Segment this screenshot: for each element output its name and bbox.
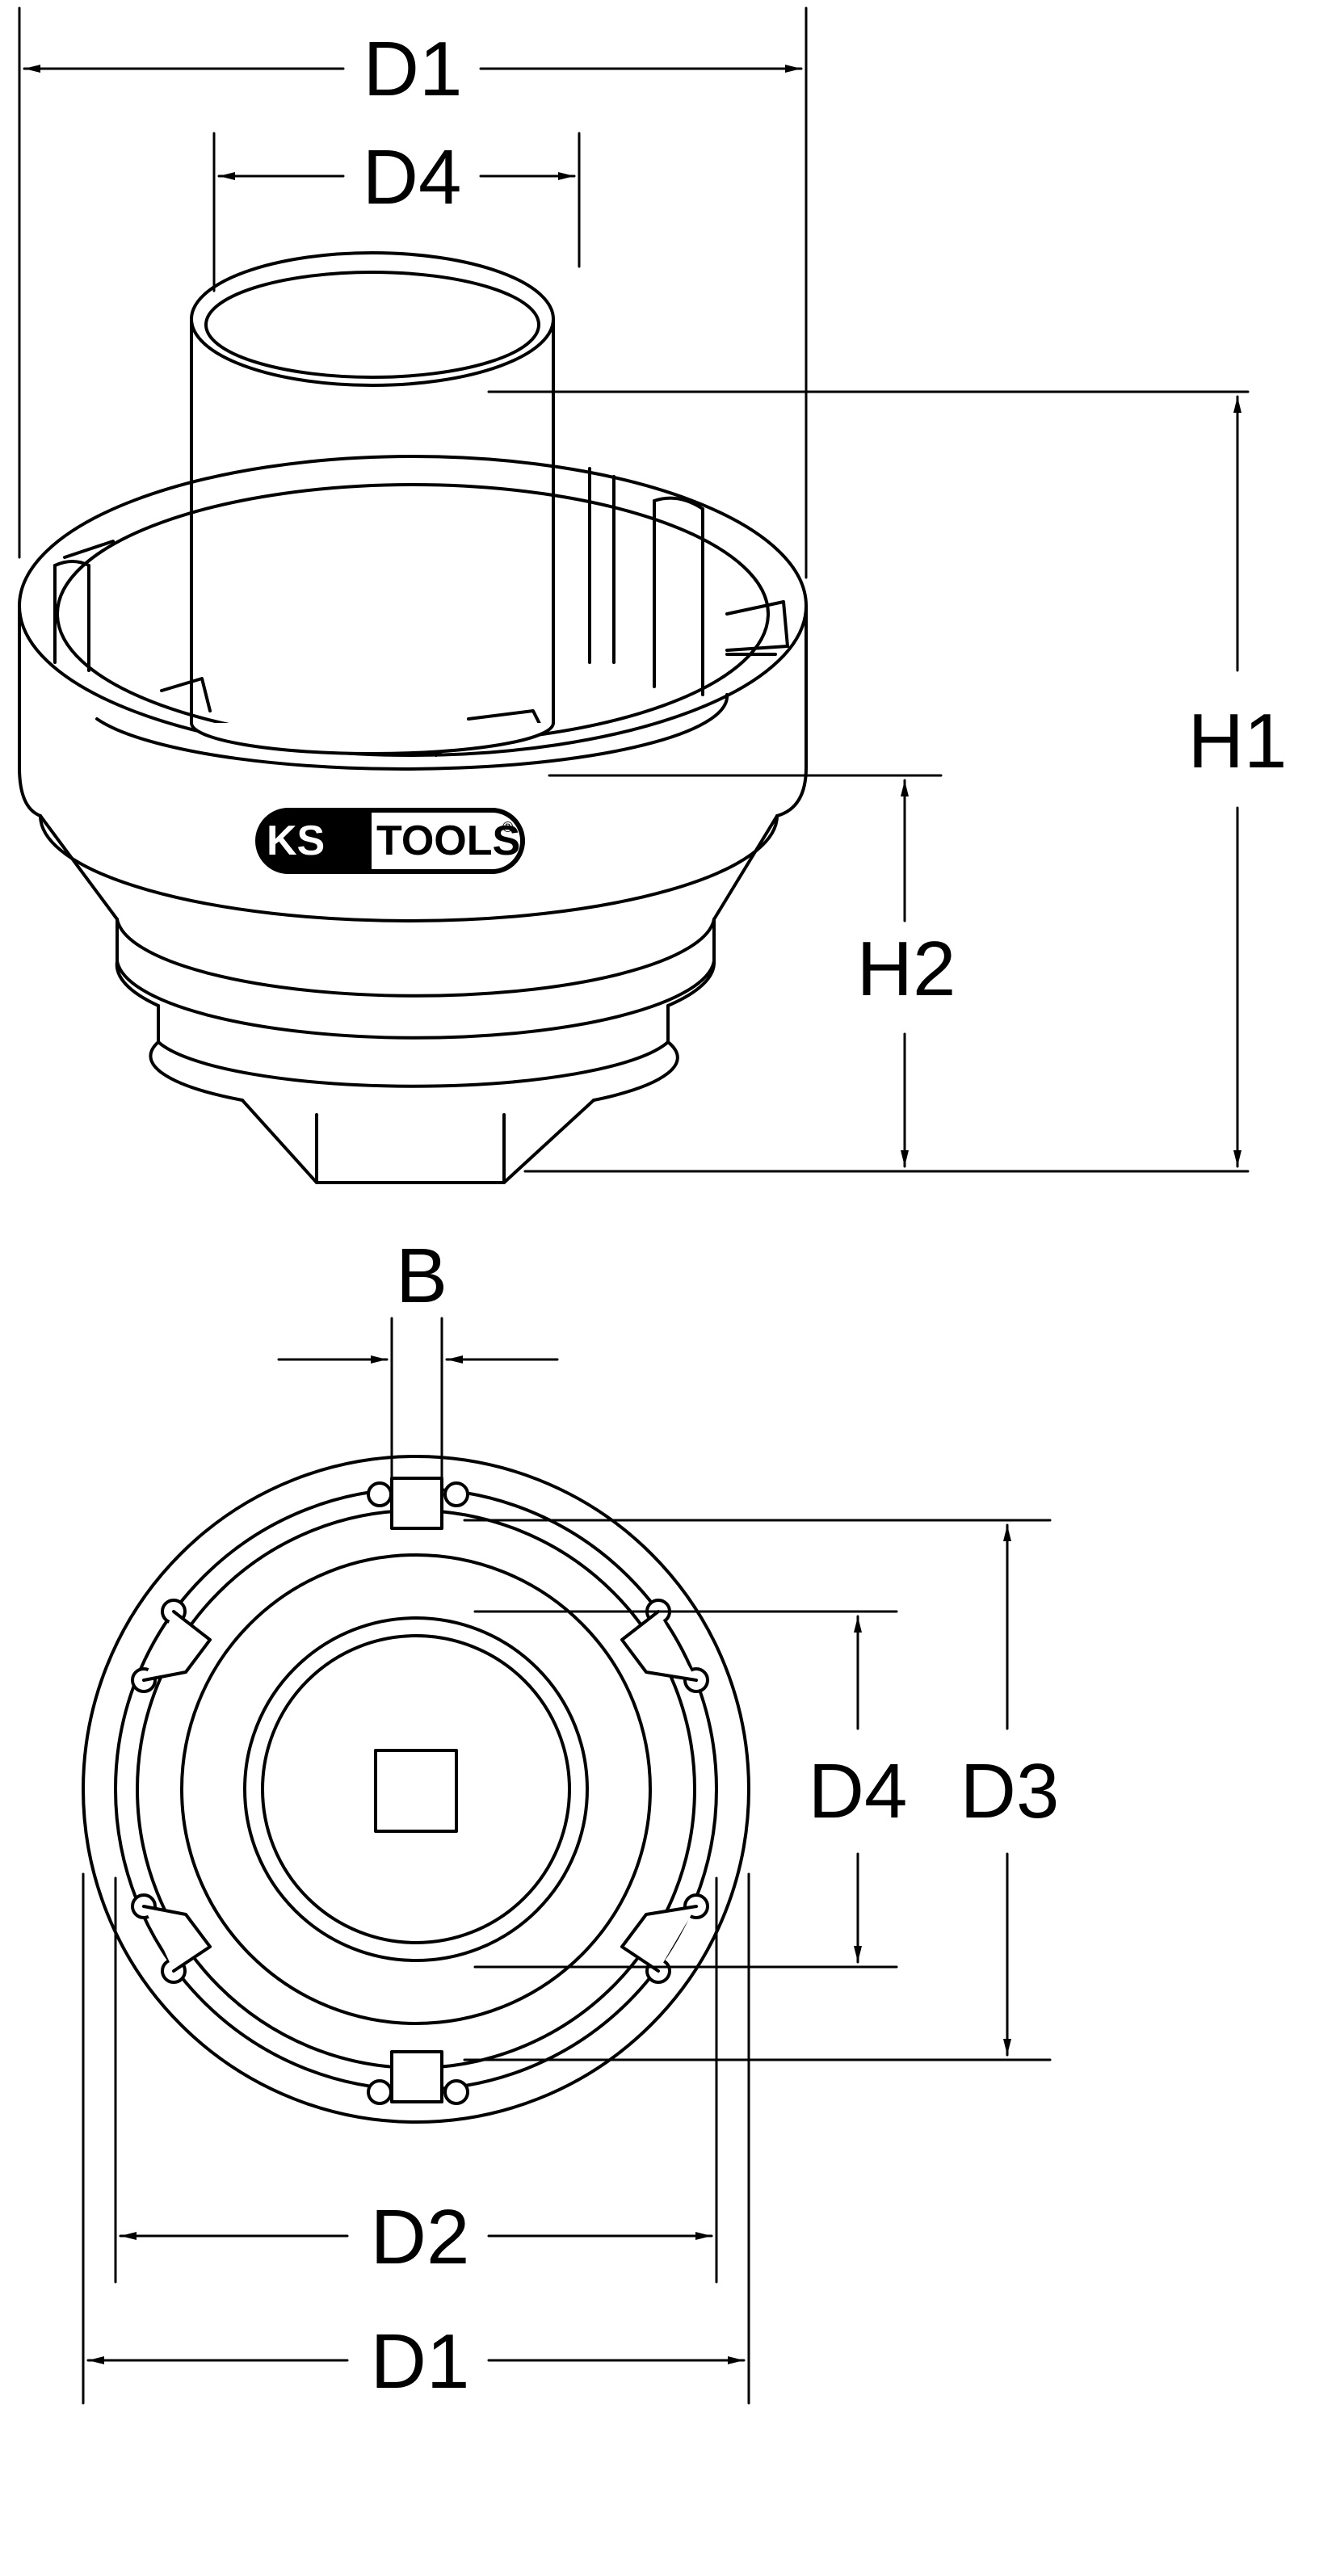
spline-slots [131, 1477, 709, 2105]
side-view [18, 251, 808, 1184]
dim-label-h1: H1 [1188, 698, 1288, 784]
logo-ks-text: KS [267, 817, 325, 864]
central-cylinder [190, 251, 555, 755]
hex-drive [241, 1099, 595, 1184]
bottom-view-dimensions [82, 1317, 1052, 2405]
ks-tools-logo [255, 808, 525, 874]
dim-label-d1-top: D1 [363, 26, 463, 112]
cone [39, 814, 779, 998]
dim-label-h2: H2 [857, 926, 956, 1012]
dim-label-d4-bottom: D4 [809, 1748, 908, 1834]
side-view-dimensions [18, 6, 1250, 1173]
dim-label-d2: D2 [371, 2194, 470, 2280]
internal-splines [53, 467, 789, 757]
bottom-view [82, 1455, 750, 2124]
dim-label-d3: D3 [960, 1748, 1060, 1834]
dim-label-d1-bottom: D1 [371, 2318, 470, 2405]
logo-registered-mark: ® [502, 819, 513, 835]
dim-label-b: B [396, 1233, 447, 1319]
logo-tools-text: TOOLS [376, 817, 520, 864]
dim-label-d4-top: D4 [363, 134, 462, 221]
middle-collar [115, 918, 716, 1040]
lower-collar [149, 1004, 679, 1102]
